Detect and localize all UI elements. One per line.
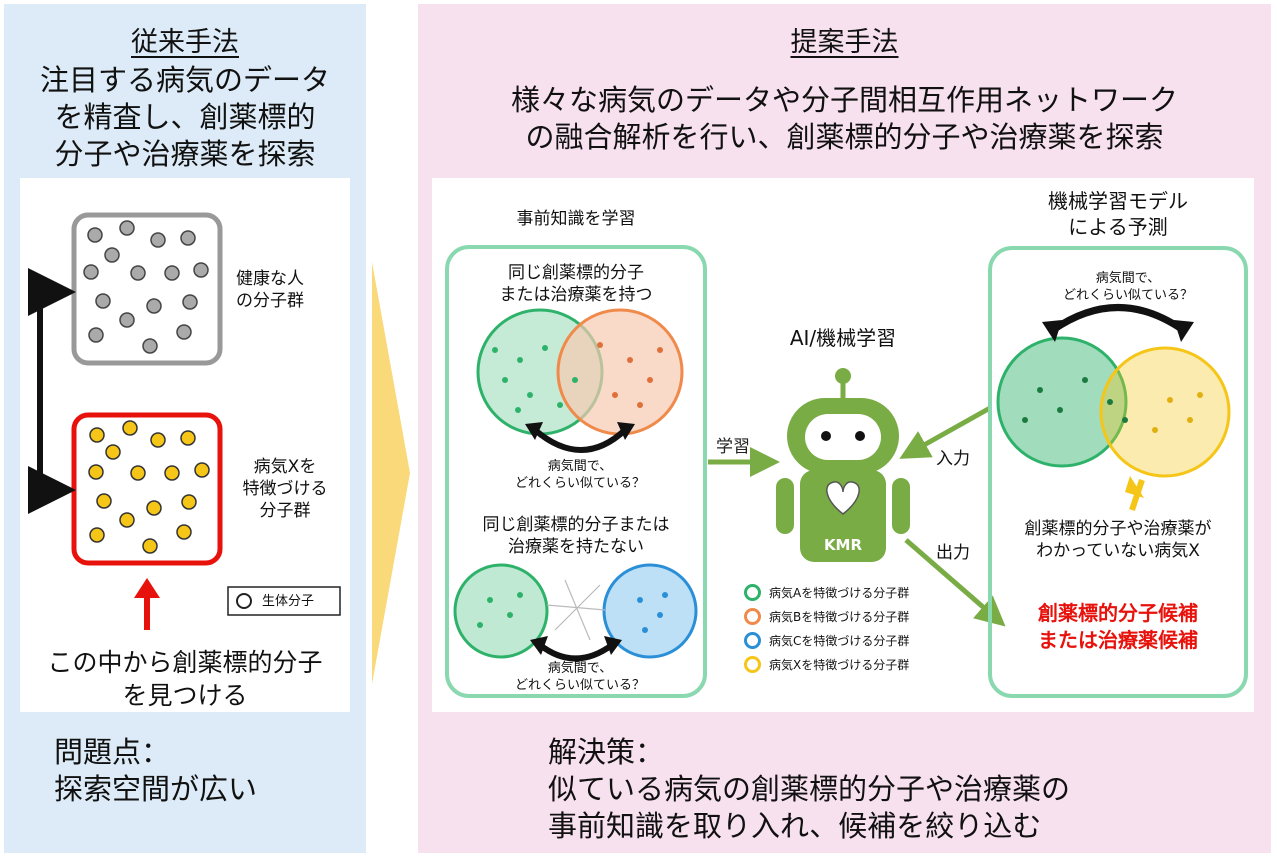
legend-item-X: 病気Xを特徴づける分子群 xyxy=(744,652,909,676)
conventional-desc-line: 分子や治療薬を探索 xyxy=(54,137,316,171)
solution-line: 似ている病気の創薬標的分子や治療薬の xyxy=(548,772,1071,806)
problem-line: 探索空間が広い xyxy=(54,772,258,806)
candidate-result: 創薬標的分子候補 または治療薬候補 xyxy=(990,600,1246,654)
diseaseX-prediction-circle xyxy=(1099,346,1231,478)
conventional-title: 従来手法 xyxy=(131,27,239,58)
diseaseX-label-line: 病気Xを xyxy=(253,457,317,477)
diseaseX-label-line: 分子群 xyxy=(259,501,311,521)
similarity-question-top: 病気間で、 どれくらい似ている？ xyxy=(500,458,660,492)
solution-line: 事前知識を取り入れ、候補を絞り込む xyxy=(548,809,1042,843)
problem-line: 問題点： xyxy=(54,735,171,769)
ml-title-line: による予測 xyxy=(1068,215,1168,239)
legend-item-A: 病気Aを特徴づける分子群 xyxy=(744,580,909,604)
diseaseA-dots xyxy=(492,345,578,413)
proposed-title: 提案手法 xyxy=(790,27,899,58)
similarity-line: 病気間で、 xyxy=(547,661,613,676)
disease-legend: 病気Aを特徴づける分子群 病気Bを特徴づける分子群 病気Cを特徴づける分子群 病… xyxy=(744,580,909,676)
prior-knowledge-frame xyxy=(445,245,707,698)
similarity-line: どれくらい似ている？ xyxy=(1062,288,1193,303)
ai-label: AI/機械学習 xyxy=(789,326,897,350)
different-target-label: 同じ創薬標的分子または 治療薬を持たない xyxy=(447,514,705,558)
legend-dot xyxy=(744,631,761,649)
same-target-line: 同じ創薬標的分子 xyxy=(508,263,644,283)
learn-label: 学習 xyxy=(716,437,750,457)
similarity-arrow-top xyxy=(533,427,628,453)
candidate-line: または治療薬候補 xyxy=(1038,628,1198,652)
find-target-note: この中から創薬標的分子 を見つける xyxy=(20,646,350,712)
conventional-description: 注目する病気のデータ を精査し、創薬標的 分子や治療薬を探索 xyxy=(4,62,366,173)
prior-knowledge-title: 事前知識を学習 xyxy=(516,209,636,229)
legend-label: 病気Aを特徴づける分子群 xyxy=(769,585,910,600)
conventional-desc-line: を精査し、創薬標的 xyxy=(54,100,316,134)
diseaseX-molecules xyxy=(88,420,210,554)
diseaseA-circle-2 xyxy=(453,563,549,659)
input-arrow xyxy=(899,405,992,459)
legend-label: 病気Xを特徴づける分子群 xyxy=(769,657,910,672)
problem-statement: 問題点： 探索空間が広い xyxy=(54,734,257,808)
similarity-question-bottom: 病気間で、 どれくらい似ている？ xyxy=(500,660,660,694)
similarity-line: どれくらい似ている？ xyxy=(514,678,645,693)
similarity-line: どれくらい似ている？ xyxy=(514,476,645,491)
diseaseA-prediction-circle xyxy=(996,336,1128,468)
diseaseX-label: 病気Xを 特徴づける 分子群 xyxy=(230,456,340,522)
legend-item-C: 病気Cを特徴づける分子群 xyxy=(744,628,909,652)
ml-prediction-title: 機械学習モデル による予測 xyxy=(990,188,1246,240)
find-target-line: を見つける xyxy=(122,681,248,710)
similarity-arrow-bottom xyxy=(538,642,614,662)
healthy-label-line: の分子群 xyxy=(236,291,304,311)
same-target-label: 同じ創薬標的分子 または治療薬を持つ xyxy=(447,262,705,306)
prediction-similarity-arrow xyxy=(1051,304,1185,333)
legend-label: 病気Cを特徴づける分子群 xyxy=(769,633,910,648)
diseaseB-dots xyxy=(597,342,663,408)
different-target-line: 治療薬を持たない xyxy=(508,537,644,557)
diseaseB-circle xyxy=(556,308,684,436)
diseaseC-circle xyxy=(602,563,698,659)
diseaseX-label-line: 特徴づける xyxy=(242,479,328,499)
proposed-description: 様々な病気のデータや分子間相互作用ネットワーク の融合解析を行い、創薬標的分子や… xyxy=(418,82,1271,156)
unknown-disease-line: わかっていない病気X xyxy=(1036,541,1200,561)
find-target-line: この中から創薬標的分子 xyxy=(47,648,323,677)
same-target-line: または治療薬を持つ xyxy=(499,285,653,305)
similarity-line: 病気間で、 xyxy=(1095,271,1161,286)
legend-dot xyxy=(744,583,761,601)
similarity-line: 病気間で、 xyxy=(547,459,613,474)
ai-robot xyxy=(776,368,910,562)
unknown-disease-label: 創薬標的分子や治療薬が わかっていない病気X xyxy=(990,518,1246,562)
proposed-desc-line: 様々な病気のデータや分子間相互作用ネットワーク xyxy=(510,83,1178,117)
legend-label: 病気Bを特徴づける分子群 xyxy=(769,609,910,624)
legend-item-B: 病気Bを特徴づける分子群 xyxy=(744,604,909,628)
output-label: 出力 xyxy=(936,543,970,563)
solution-statement: 解決策： 似ている病気の創薬標的分子や治療薬の 事前知識を取り入れ、候補を絞り込… xyxy=(548,734,1070,845)
legend-dot xyxy=(744,655,761,673)
different-target-line: 同じ創薬標的分子または xyxy=(482,515,670,535)
candidate-line: 創薬標的分子候補 xyxy=(1038,601,1198,625)
unknown-disease-line: 創薬標的分子や治療薬が xyxy=(1024,519,1212,539)
robot-badge: KMR xyxy=(823,536,863,554)
prediction-frame xyxy=(988,246,1248,698)
healthy-label-line: 健康な人 xyxy=(236,269,304,289)
ml-title-line: 機械学習モデル xyxy=(1048,189,1188,213)
conventional-desc-line: 注目する病気のデータ xyxy=(39,63,330,97)
healthy-molecules xyxy=(83,220,209,354)
solution-line: 解決策： xyxy=(548,735,665,769)
comparison-bracket xyxy=(28,289,76,514)
similarity-question-prediction: 病気間で、 どれくらい似ている？ xyxy=(1048,270,1208,304)
biomolecule-legend-icon xyxy=(236,593,252,609)
legend-dot xyxy=(744,607,761,625)
proposed-desc-line: の融合解析を行い、創薬標的分子や治療薬を探索 xyxy=(525,120,1164,154)
input-label: 入力 xyxy=(936,449,970,469)
output-arrow xyxy=(904,538,1006,627)
healthy-label: 健康な人 の分子群 xyxy=(236,268,304,312)
biomolecule-legend-label: 生体分子 xyxy=(262,594,315,609)
